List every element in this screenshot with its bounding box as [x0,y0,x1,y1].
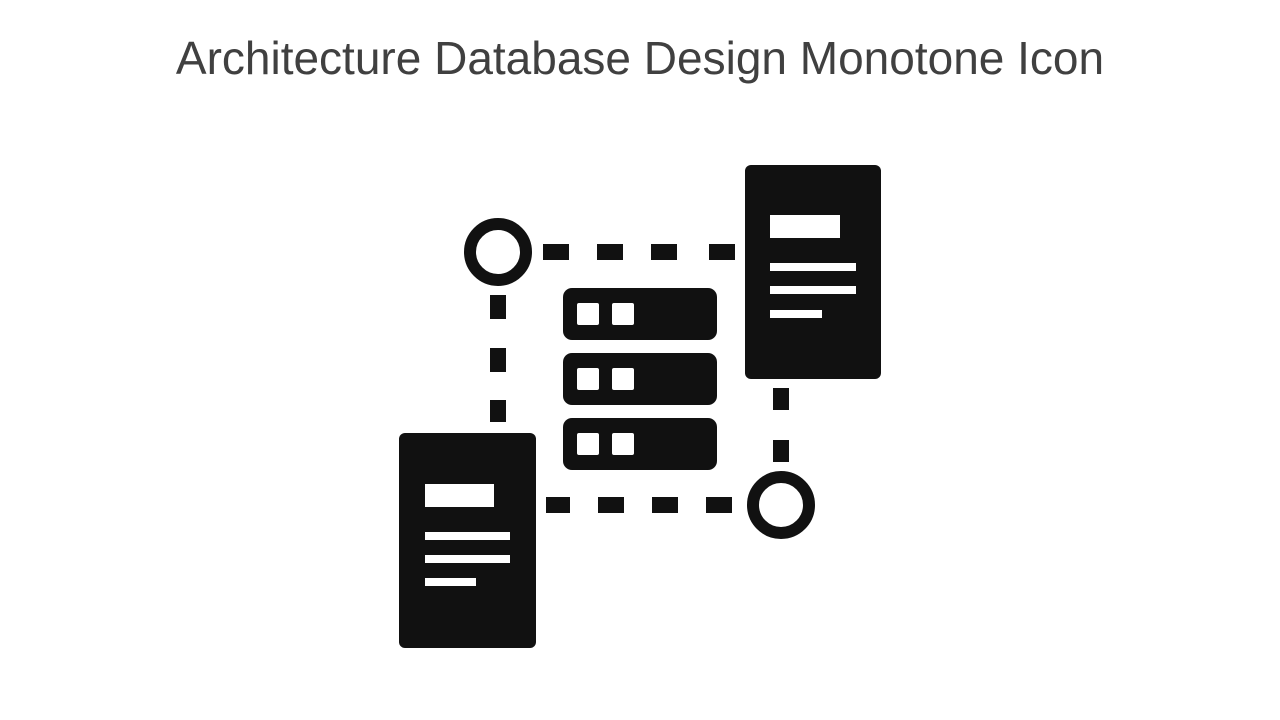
dashed-connector-left [490,295,506,422]
server-unit [563,418,717,470]
dashed-connector-right [773,388,789,462]
server-unit [563,288,717,340]
connector-node-bottom-right [747,471,815,539]
server-unit [563,353,717,405]
dashed-connector-top [543,244,735,260]
slide-title: Architecture Database Design Monotone Ic… [175,32,1105,84]
document-icon-bottom-left [399,433,536,648]
dashed-connector-bottom [546,497,732,513]
document-icon-top-right [745,165,881,379]
connector-node-top-left [464,218,532,286]
server-stack-icon [563,288,717,470]
